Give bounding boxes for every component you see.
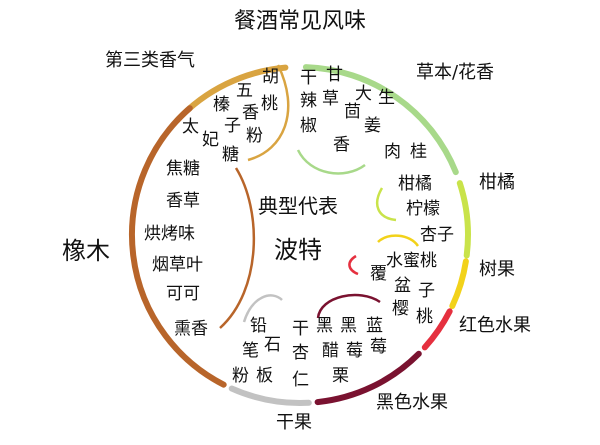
red-fruit-label: 红色水果 [459, 315, 531, 336]
red-fruit-flavor: 樱 [392, 299, 409, 319]
oak-flavor: 太 [182, 117, 199, 137]
black-fruit-flavor: 醋 [322, 341, 339, 361]
tree-fruit-divider [377, 234, 420, 247]
citrus-arc [456, 180, 471, 259]
tertiary-flavor: 五 [236, 81, 253, 101]
black-fruit-flavor: 蓝 [366, 316, 383, 336]
dried-fruit-flavor: 石 [264, 335, 281, 355]
herbal-flavor: 香 [333, 135, 350, 155]
black-fruit-flavor: 杏 [292, 343, 309, 363]
diagram-title: 餐酒常见风味 [234, 9, 366, 34]
herbal-flavor: 椒 [300, 116, 317, 136]
herbal-flavor: 肉 [384, 142, 401, 162]
herbal-arc [302, 64, 459, 176]
dried-fruit-flavor: 粉 [232, 366, 249, 386]
red-fruit-flavor: 子 [418, 281, 435, 301]
oak-flavor: 糖 [222, 145, 239, 165]
dried-fruit-flavor: 笔 [242, 341, 259, 361]
herbal-flavor: 茴 [344, 102, 361, 122]
dried-fruit-divider [242, 294, 283, 323]
black-fruit-arc [314, 350, 422, 406]
tree-fruit-arc [449, 258, 469, 309]
black-fruit-flavor: 黑 [316, 316, 333, 336]
red-fruit-arc [421, 308, 453, 351]
herbal-flavor: 草 [322, 89, 339, 109]
dried-fruit-flavor: 板 [256, 366, 273, 386]
tertiary-divider [247, 64, 290, 162]
herbal-divider [296, 149, 366, 175]
black-fruit-flavor: 仁 [292, 370, 309, 390]
tree-fruit-flavor: 水蜜桃 [386, 251, 437, 271]
citrus-label: 柑橘 [479, 172, 515, 193]
black-fruit-flavor: 干 [292, 319, 309, 339]
citrus-flavor: 柑橘 [398, 174, 432, 194]
herbal-flavor: 甘 [326, 65, 343, 85]
tertiary-label: 第三类香气 [105, 50, 195, 71]
black-fruit-divider [316, 293, 381, 319]
herbal-flavor: 干 [300, 68, 317, 88]
oak-flavor: 烟草叶 [152, 255, 203, 275]
black-fruit-label: 黑色水果 [376, 392, 448, 413]
center-line1: 典型代表 [258, 194, 338, 218]
red-fruit-flavor: 盆 [394, 276, 411, 296]
herbal-flavor: 辣 [300, 91, 317, 111]
tertiary-flavor: 粉 [246, 126, 263, 146]
red-fruit-flavor: 覆 [370, 264, 387, 284]
herbal-flavor: 生 [378, 88, 395, 108]
herbal-flavor: 桂 [410, 142, 427, 162]
dried-fruit-label: 干果 [276, 412, 312, 433]
black-fruit-flavor: 栗 [332, 366, 349, 386]
oak-label: 橡木 [62, 237, 110, 265]
oak-flavor: 可可 [166, 284, 200, 304]
herbal-flavor: 姜 [364, 116, 381, 136]
black-fruit-flavor: 莓 [346, 341, 363, 361]
herbal-flavor: 大 [355, 84, 372, 104]
black-fruit-flavor: 黑 [340, 316, 357, 336]
oak-arc [129, 105, 227, 388]
tertiary-flavor: 子 [224, 116, 241, 136]
citrus-divider [376, 187, 397, 222]
dried-fruit-flavor: 铅 [250, 316, 267, 336]
citrus-flavor: 柠檬 [406, 199, 440, 219]
oak-flavor: 香草 [166, 191, 200, 211]
dried-fruit-arc [228, 385, 312, 407]
tree-fruit-flavor: 杏子 [420, 225, 454, 245]
red-fruit-flavor: 桃 [416, 307, 433, 327]
oak-flavor: 焦糖 [166, 159, 200, 179]
tree-fruit-label: 树果 [479, 259, 515, 280]
oak-divider [219, 167, 256, 329]
oak-flavor: 烘烤味 [144, 224, 195, 244]
tertiary-flavor: 桃 [261, 94, 278, 114]
oak-flavor: 熏香 [174, 319, 208, 339]
tertiary-flavor: 胡 [262, 67, 279, 87]
center-line2: 波特 [274, 236, 322, 264]
tertiary-flavor: 榛 [213, 95, 230, 115]
black-fruit-flavor: 莓 [370, 337, 387, 357]
oak-flavor: 妃 [202, 130, 219, 150]
herbal-label: 草本/花香 [416, 62, 494, 83]
red-fruit-divider [348, 254, 359, 276]
tertiary-flavor: 香 [242, 103, 259, 123]
